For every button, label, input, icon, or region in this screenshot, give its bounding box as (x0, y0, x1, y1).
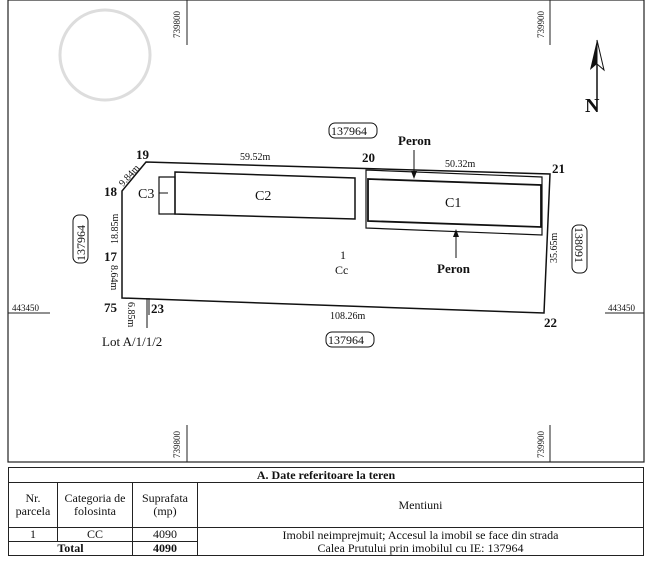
header-categorie: Categoria de folosinta (57, 482, 133, 528)
total-label: Total (8, 541, 133, 556)
building-c3 (158, 176, 176, 215)
grid-y-label: 443450 (608, 303, 636, 313)
neighbor-ie-label: 137964 (331, 124, 367, 138)
table-row: 1 CC 4090 Imobil neimprejmuit; Accesul l… (8, 527, 644, 556)
neighbor-ie-top (328, 122, 378, 139)
grid-y-label: 443450 (12, 303, 40, 313)
svg-text:59.52m: 59.52m (240, 152, 271, 163)
point-labels: 19 20 21 18 17 75 23 22 (104, 147, 565, 330)
building-label: C3 (138, 187, 154, 202)
svg-text:20: 20 (362, 150, 375, 165)
north-arrow-icon (590, 39, 605, 112)
header-suprafata: Suprafata (mp) (132, 482, 198, 528)
neighbor-ie-label: 137964 (74, 225, 88, 261)
cell-categorie: CC (57, 527, 133, 542)
parcel-category: Cc (335, 263, 348, 277)
table-title: A. Date referitoare la teren (8, 467, 644, 483)
faint-stamp (58, 8, 152, 102)
grid-x-label: 739900 (536, 11, 546, 39)
grid-x-label: 739800 (172, 11, 182, 39)
svg-text:18: 18 (104, 184, 118, 199)
header-nr: Nr. parcela (8, 482, 58, 528)
svg-text:17: 17 (104, 249, 118, 264)
svg-text:6.85m: 6.85m (125, 302, 136, 328)
svg-text:50.32m: 50.32m (445, 159, 476, 170)
lot-label: Lot A/1/1/2 (102, 334, 162, 349)
neighbor-ie-label: 137964 (328, 333, 364, 347)
peron-label: Peron (398, 133, 432, 148)
north-label: N (585, 95, 600, 117)
svg-text:8.64m: 8.64m (108, 265, 119, 291)
parcel-number: 1 (340, 248, 346, 262)
cell-mentiuni: Imobil neimprejmuit; Accesul la imobil s… (197, 527, 644, 556)
neighbor-ie-bottom (325, 331, 375, 348)
svg-text:108.26m: 108.26m (330, 311, 366, 322)
svg-text:18.85m: 18.85m (110, 214, 121, 245)
svg-text:75: 75 (104, 300, 118, 315)
building-label: C1 (445, 196, 461, 211)
svg-text:19: 19 (136, 147, 150, 162)
land-data-table: A. Date referitoare la teren Nr. parcela… (8, 467, 644, 556)
total-value: 4090 (132, 541, 198, 556)
cell-nr: 1 (8, 527, 58, 542)
svg-text:9.84m: 9.84m (117, 163, 142, 189)
building-label: C2 (255, 189, 271, 204)
grid-x-label: 739800 (172, 431, 182, 459)
cell-suprafata: 4090 (132, 527, 198, 542)
total-row: Total 4090 (8, 541, 644, 556)
svg-text:35.65m: 35.65m (549, 233, 560, 264)
svg-text:22: 22 (544, 315, 557, 330)
svg-text:23: 23 (151, 301, 165, 316)
neighbor-ie-label: 138091 (572, 227, 586, 263)
peron-label: Peron (437, 261, 471, 276)
building-c1 (367, 178, 542, 228)
neighbor-ie-left (72, 214, 89, 264)
neighbor-ie-right (571, 224, 588, 274)
svg-text:21: 21 (552, 161, 565, 176)
plan-frame (7, 0, 645, 463)
parcel-boundary (121, 161, 551, 314)
cadastral-plan: 739800 739800 739900 739900 443450 44345… (7, 0, 645, 463)
building-c1-peron (365, 169, 543, 236)
grid-x-label: 739900 (536, 431, 546, 459)
distance-labels: 59.52m 50.32m 9.84m 18.85m 8.64m 6.85m 1… (108, 152, 560, 328)
header-mentiuni: Mentiuni (197, 482, 644, 528)
